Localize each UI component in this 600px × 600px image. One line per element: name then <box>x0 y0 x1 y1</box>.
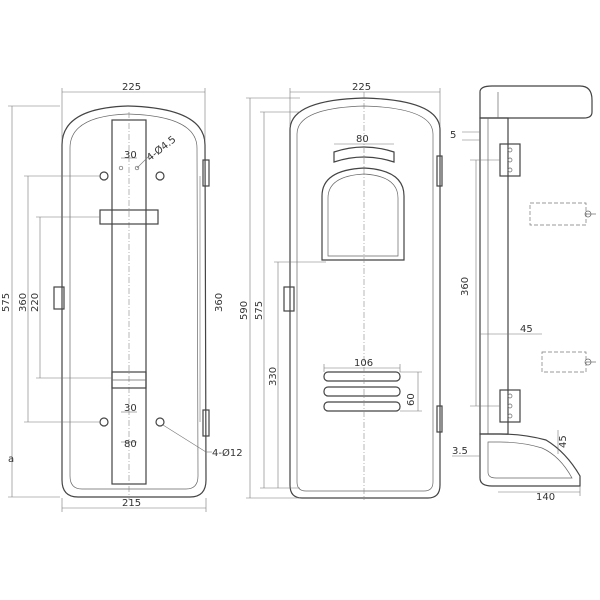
front-top-holes-callout: 4-Ø4.5 <box>144 134 178 164</box>
side-hidden-mount-bottom <box>541 351 587 373</box>
door-height-lower-label: 330 <box>268 367 279 386</box>
front-body-outline <box>61 105 207 498</box>
door-latch <box>283 286 295 312</box>
front-height-holes-label: 360 <box>18 293 29 312</box>
front-left-mark: a <box>8 454 14 465</box>
front-width-top-label: 225 <box>122 82 141 93</box>
front-view: 225 215 575 360 220 360 30 4-Ø4.5 30 <box>1 82 243 512</box>
side-nozzle-inner <box>487 441 573 479</box>
door-hinge <box>436 155 443 187</box>
door-vent <box>323 371 401 382</box>
side-nozzle-width-label: 45 <box>558 435 569 448</box>
front-small-hole <box>134 165 140 171</box>
side-top-cap <box>479 85 593 119</box>
side-hinge-pin <box>507 167 513 173</box>
door-window-width-label: 80 <box>356 134 369 145</box>
door-vent-width-label: 106 <box>354 358 373 369</box>
door-hinge <box>436 405 443 433</box>
side-hinge-bottom <box>499 389 521 423</box>
side-bottom-nozzle <box>479 433 581 487</box>
front-small-hole <box>118 165 124 171</box>
door-top-slot <box>333 146 395 163</box>
front-left-latch <box>53 286 65 310</box>
front-top-spacing-label: 30 <box>124 150 137 161</box>
side-hinge-pin <box>507 393 513 399</box>
side-top-offset-label: 5 <box>450 130 456 141</box>
side-hinge-pin <box>507 403 513 409</box>
side-view: 5 360 45 3.5 140 45 <box>450 85 596 503</box>
front-hole <box>155 171 165 181</box>
front-height-right-label: 360 <box>214 293 225 312</box>
door-height-inner-label: 575 <box>254 301 265 320</box>
side-hinge-top <box>499 143 521 177</box>
front-hole <box>99 417 109 427</box>
side-hidden-mount-top <box>529 202 587 226</box>
side-hinge-pin <box>507 147 513 153</box>
side-mount-bolt <box>584 358 592 366</box>
door-vent <box>323 386 401 397</box>
front-right-hinge <box>202 159 210 187</box>
side-hinge-spacing-label: 360 <box>460 277 471 296</box>
door-width-label: 225 <box>352 82 371 93</box>
front-height-overall-label: 575 <box>1 293 12 312</box>
front-hole <box>99 171 109 181</box>
door-body-inner-outline <box>296 105 434 492</box>
door-window <box>321 167 405 261</box>
front-bottom-holes-callout: 4-Ø12 <box>212 447 243 459</box>
side-hinge-pin <box>507 157 513 163</box>
door-window-inner <box>327 173 399 257</box>
front-bottom-spacing-label: 30 <box>124 403 137 414</box>
side-bottom-depth-label: 140 <box>536 492 555 503</box>
side-bottom-offset-label: 3.5 <box>452 446 468 457</box>
side-mount-bolt <box>584 210 592 218</box>
front-right-hinge <box>202 409 210 437</box>
door-view: 225 80 590 575 330 106 60 <box>239 82 443 500</box>
door-height-overall-label: 590 <box>239 301 250 320</box>
front-width-bottom-label: 215 <box>122 498 141 509</box>
door-vent <box>323 401 401 412</box>
door-body-outline <box>289 97 441 499</box>
side-main-body <box>479 117 509 435</box>
side-depth-mid-label: 45 <box>520 324 533 335</box>
front-body-inner-outline <box>69 113 199 490</box>
front-slot-width-label: 80 <box>124 439 137 450</box>
side-hinge-pin <box>507 413 513 419</box>
front-height-inner-label: 220 <box>30 293 41 312</box>
front-hole <box>155 417 165 427</box>
door-vent-height-label: 60 <box>406 393 417 406</box>
